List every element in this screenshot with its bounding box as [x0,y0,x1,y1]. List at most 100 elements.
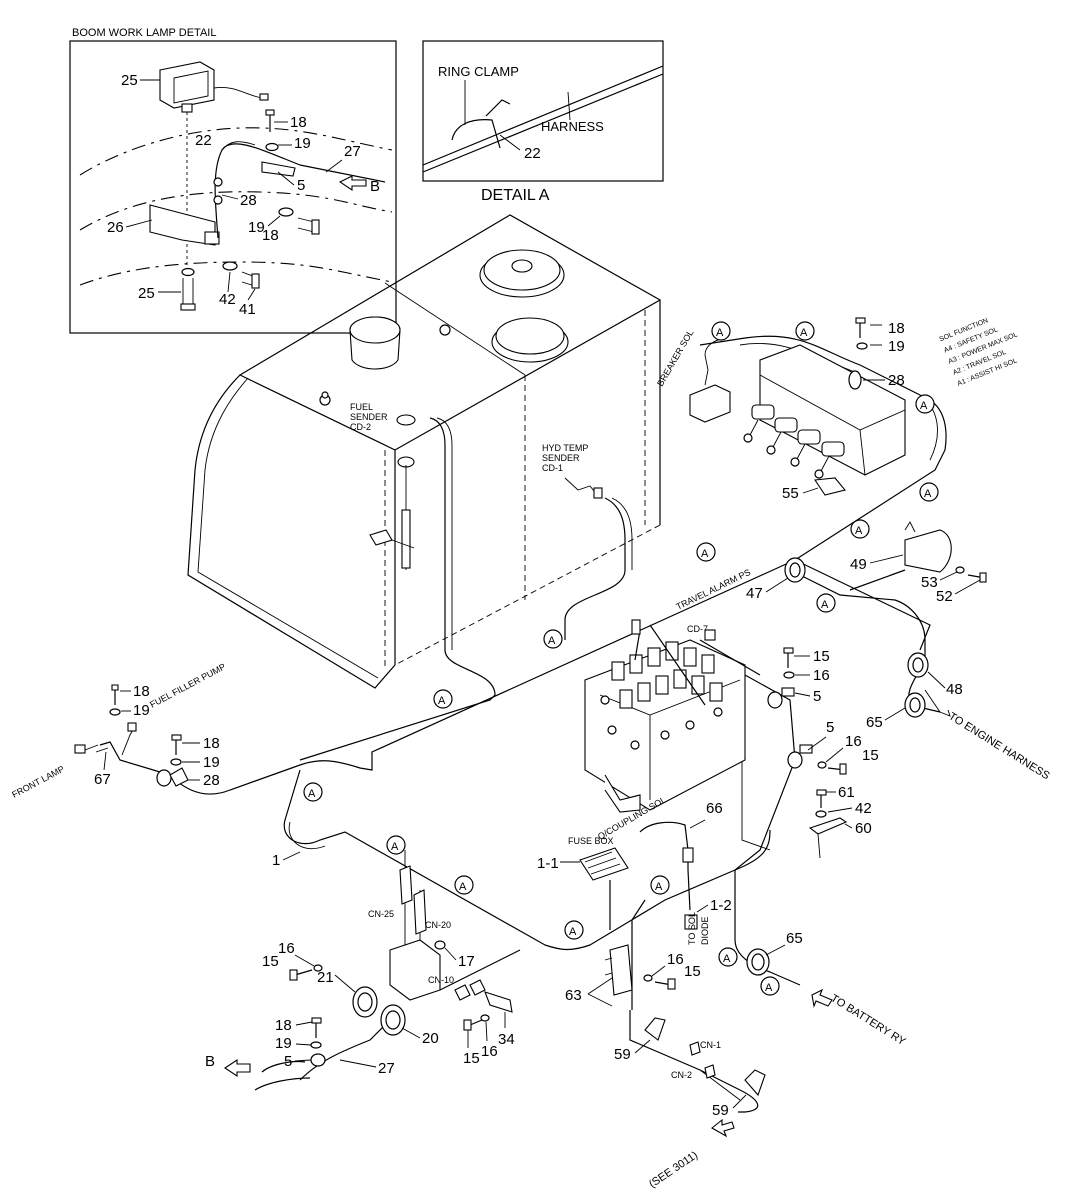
diode-label: DIODE [700,916,710,945]
to-sol-label: TO SOL [687,912,697,945]
detail-a: RING CLAMP HARNESS 22 DETAIL A [422,40,664,204]
bracket-icon [149,204,216,246]
callout-19f: 19 [275,1035,292,1052]
callout-19b: 19 [248,219,265,236]
callout-25b: 25 [138,285,155,302]
arrow-battery-icon [811,988,833,1008]
callout-18: 18 [888,320,905,337]
marker-a: A [650,875,670,895]
label-b-top: B [370,178,380,195]
callout-5c: 5 [826,719,834,736]
callout-49: 49 [850,556,867,573]
work-lamp-icon [159,61,269,113]
callout-1: 1 [272,852,280,869]
callout-16c: 16 [667,951,684,968]
callout-20: 20 [422,1030,439,1047]
callout-59: 59 [614,1046,631,1063]
fuse-box: FUSE BOX [568,836,629,881]
svg-text:A: A [655,881,663,893]
boom-detail-frame [69,40,397,334]
svg-text:A: A [800,327,808,339]
ring-clamp-label: RING CLAMP [438,64,519,79]
svg-text:A: A [391,841,399,853]
to-battery-label: TO BATTERY RY [828,992,908,1048]
marker-a: A [850,519,870,539]
callout-16: 16 [813,667,830,684]
callout-34: 34 [498,1031,515,1048]
callout-15c: 15 [684,963,701,980]
fuel-sender-label-2: SENDER [350,412,388,422]
callout-18: 18 [290,114,307,131]
callout-19: 19 [888,338,905,355]
callout-21: 21 [317,969,334,986]
marker-a: A [919,482,939,502]
callout-5: 5 [297,177,305,194]
svg-text:A: A [924,488,932,500]
arrow-b-bottom-icon [224,1058,251,1078]
marker-a: A [386,835,406,855]
svg-text:A: A [438,695,446,707]
marker-a: A [433,689,453,709]
callout-65b: 65 [786,930,803,947]
fuse-box-icon [579,847,629,881]
fuel-hydraulic-tank: FUEL SENDER CD-2 HYD TEMP SENDER CD-1 [187,214,662,689]
callout-52: 52 [936,588,953,605]
callout-63: 63 [565,987,582,1004]
callout-67: 67 [94,771,111,788]
label-b-bottom: B [205,1053,215,1070]
callout-1-1: 1-1 [537,855,559,872]
callout-16b: 16 [845,733,862,750]
detail-a-title: DETAIL A [481,187,550,204]
relay-connector-block: CN-25 CN-20 CN-10 B [205,865,513,1078]
tank-cap-icon [319,249,569,406]
callout-61: 61 [838,784,855,801]
callout-66: 66 [706,800,723,817]
callout-28: 28 [240,192,257,209]
breaker-sol-label: BREAKER SOL [655,328,695,388]
solenoid-valve-block: BREAKER SOL [655,317,906,496]
fuel-sender-icon [369,414,416,570]
arrow-see-3011-icon [711,1118,735,1138]
svg-text:A: A [920,400,928,412]
travel-alarm-icon [904,529,952,573]
fuel-filler-pump-label: FUEL FILLER PUMP [148,661,227,709]
cn20-label: CN-20 [425,920,451,930]
harness-label: HARNESS [541,119,604,134]
grommet-icon [746,652,929,976]
marker-a: A [915,394,935,414]
svg-text:A: A [459,881,467,893]
callout-28c: 28 [203,772,220,789]
fuel-sender-label-3: CD-2 [350,422,371,432]
breaker-solenoid-icon [689,384,731,423]
hyd-temp-sender-icon [564,477,599,497]
callout-16e: 16 [481,1043,498,1060]
callout-22b: 22 [524,145,541,162]
svg-text:A: A [716,327,724,339]
callout-15e: 15 [463,1050,480,1067]
marker-a: A [696,542,716,562]
callout-19e: 19 [203,754,220,771]
hyd-temp-label-1: HYD TEMP [542,443,588,453]
bolt-icon [180,109,320,311]
ring-clamp-icon [451,99,511,149]
marker-a: A [718,947,738,967]
marker-a: A [303,782,323,802]
hyd-temp-label-2: SENDER [542,453,580,463]
hyd-temp-label-3: CD-1 [542,463,563,473]
callout-5d: 5 [284,1053,292,1070]
callout-15: 15 [813,648,830,665]
callout-65: 65 [866,714,883,731]
callout-15d: 15 [262,953,279,970]
front-lamp-label: FRONT LAMP [10,764,66,800]
svg-text:A: A [308,788,316,800]
cn2-label: CN-2 [671,1070,692,1080]
detail-a-frame [422,40,664,182]
callout-28: 28 [888,372,905,389]
marker-a: A [795,321,815,341]
callout-55: 55 [782,485,799,502]
callout-16d: 16 [278,940,295,957]
callout-25: 25 [121,72,138,89]
callout-18b: 18 [262,227,279,244]
front-lamp-harness: FUEL FILLER PUMP FRONT LAMP [10,661,227,799]
